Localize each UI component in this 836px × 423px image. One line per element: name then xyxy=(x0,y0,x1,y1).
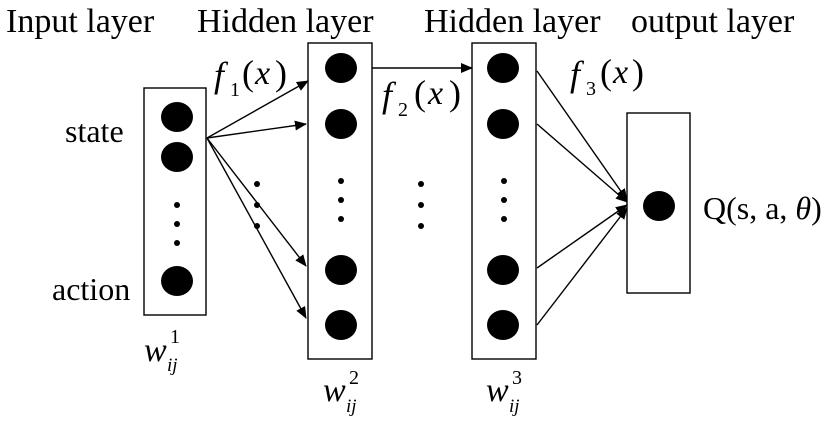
activation-f2-arg: x xyxy=(427,75,443,112)
activation-f2-rparen: ) xyxy=(449,73,461,113)
activation-f3-rparen: ) xyxy=(632,52,644,92)
activation-f1-symbol: f xyxy=(214,55,229,95)
edge-arrow xyxy=(536,207,628,326)
hidden1-node xyxy=(325,109,357,139)
ellipsis-dot xyxy=(418,223,424,229)
activation-f1-rparen: ) xyxy=(275,53,287,93)
hidden-layer-1-title: Hidden layer xyxy=(197,3,374,40)
q-label-suffix: ) xyxy=(811,190,822,226)
ellipsis-dot xyxy=(174,202,180,208)
ellipsis-dot xyxy=(254,181,260,187)
hidden-layer-2-title: Hidden layer xyxy=(424,3,601,40)
weight-w3-superscript: 3 xyxy=(512,367,522,389)
output-layer-title: output layer xyxy=(631,3,795,40)
output-layer-box xyxy=(626,112,691,294)
weight-w1-superscript: 1 xyxy=(170,326,180,348)
weight-w2: w 2 ij xyxy=(323,367,359,417)
ellipsis-dot xyxy=(174,221,180,227)
input-layer-box xyxy=(143,87,207,316)
output-node xyxy=(643,191,675,221)
hidden2-node xyxy=(487,109,519,139)
hidden2-node xyxy=(487,255,519,285)
weight-w1: w 1 ij xyxy=(144,326,180,376)
activation-f3-lparen: ( xyxy=(600,52,612,92)
activation-f1-lparen: ( xyxy=(242,53,254,93)
ellipsis-dot xyxy=(174,240,180,246)
activation-f3: f 3 ( x ) xyxy=(570,52,644,100)
hidden-layer-1-box xyxy=(307,42,373,360)
ellipsis-dot xyxy=(338,178,344,184)
ellipsis-dot xyxy=(338,197,344,203)
input-layer-title: Input layer xyxy=(6,3,155,40)
activation-f3-arg: x xyxy=(612,54,628,91)
weight-w3-symbol: w xyxy=(486,372,509,409)
edge-arrow xyxy=(206,120,307,139)
hidden1-node xyxy=(325,310,357,340)
weight-w2-subscript: ij xyxy=(346,396,357,417)
ellipsis-dot xyxy=(501,216,507,222)
theta-symbol: θ xyxy=(795,190,811,226)
activation-f1-arg: x xyxy=(254,55,270,92)
activation-f2: f 2 ( x ) xyxy=(382,73,461,121)
activation-f1: f 1 ( x ) xyxy=(214,53,287,101)
weight-w1-subscript: ij xyxy=(167,355,178,376)
edge-arrow xyxy=(536,123,628,203)
activation-f2-subscript: 2 xyxy=(398,99,408,121)
input-node xyxy=(161,266,193,296)
activation-f2-lparen: ( xyxy=(414,73,426,113)
action-label: action xyxy=(52,271,130,307)
edge-arrow xyxy=(206,80,309,139)
weight-w2-symbol: w xyxy=(323,372,346,409)
activation-f1-subscript: 1 xyxy=(230,79,240,101)
edge-arrow xyxy=(536,204,628,269)
q-value-label: Q(s, a, θ) xyxy=(703,190,822,226)
ellipsis-dot xyxy=(418,202,424,208)
weight-w2-superscript: 2 xyxy=(349,367,359,389)
edge-arrow xyxy=(536,70,628,201)
edge-arrow xyxy=(206,137,307,319)
weight-w3: w 3 ij xyxy=(486,367,522,417)
ellipsis-dot xyxy=(338,216,344,222)
ellipsis-dot xyxy=(501,197,507,203)
hidden1-node xyxy=(325,53,357,83)
ellipsis-dot xyxy=(418,181,424,187)
state-label: state xyxy=(65,113,124,149)
input-node xyxy=(161,102,193,132)
q-label-prefix: Q(s, a, xyxy=(703,190,795,226)
hidden1-node xyxy=(325,255,357,285)
hidden2-node xyxy=(487,310,519,340)
input-node xyxy=(161,142,193,172)
activation-f3-subscript: 3 xyxy=(586,78,596,100)
ellipsis-dot xyxy=(501,178,507,184)
hidden-layer-2-box xyxy=(471,42,537,360)
weight-w1-symbol: w xyxy=(144,332,167,369)
edge-arrow xyxy=(206,137,307,267)
activation-f2-symbol: f xyxy=(382,75,397,115)
weight-w3-subscript: ij xyxy=(509,396,520,417)
activation-f3-symbol: f xyxy=(570,54,585,94)
hidden2-node xyxy=(487,53,519,83)
